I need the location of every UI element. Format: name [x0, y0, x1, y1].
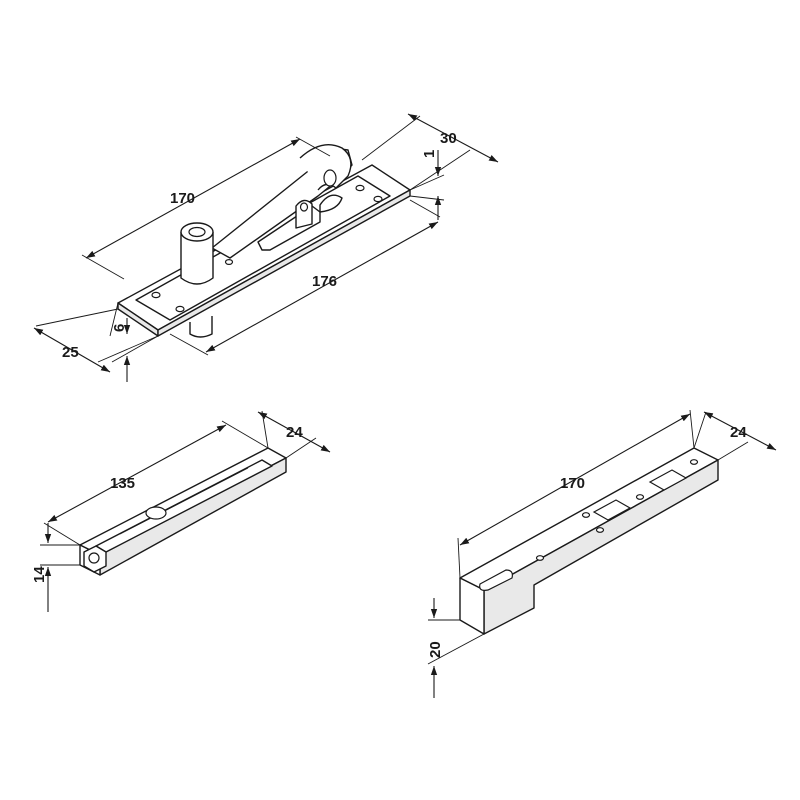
dim-label-6: 6: [111, 324, 128, 332]
dim-label-25: 25: [62, 344, 79, 361]
dim-label-30: 30: [440, 130, 457, 147]
dim-label-170: 170: [170, 190, 195, 207]
channel-assembly: [79, 447, 287, 576]
bar-hole: [689, 459, 699, 465]
lug-hole: [299, 202, 309, 212]
dim-line-24-left: [257, 411, 331, 453]
dim-line-170: [85, 138, 301, 259]
channel-inner-floor: [95, 459, 273, 553]
bar-hole: [581, 512, 591, 518]
bar-hole: [595, 527, 605, 533]
dim-label-24-left: 24: [286, 424, 303, 441]
channel-bore: [145, 506, 167, 520]
dim-line-170-right: [459, 413, 691, 546]
dim-label-176: 176: [312, 273, 337, 290]
slot-front: [479, 569, 513, 591]
dim-label-170-right: 170: [560, 475, 585, 492]
dim-label-24-right: 24: [730, 424, 747, 441]
dim-label-1: 1: [421, 150, 438, 158]
bar-assembly: [459, 447, 719, 635]
dim-line-24-right: [703, 411, 777, 451]
dimensions-middle-left: 135 24 14: [31, 410, 331, 612]
screw-hole: [151, 291, 161, 299]
dim-label-20: 20: [427, 641, 444, 658]
dimensions-bottom-right: 170 24 20: [427, 409, 777, 698]
bottom-pin: [189, 316, 213, 338]
adjuster-screw: [88, 552, 100, 564]
screw-hole: [355, 184, 365, 192]
dim-label-14: 14: [31, 566, 48, 583]
spring: [319, 194, 343, 213]
pivot-plate-assembly: [117, 144, 411, 338]
bar-hole: [535, 555, 545, 561]
dim-line-176: [205, 221, 439, 353]
dimensions-top: 170 176 30 1 6 25: [33, 113, 499, 382]
arm-eye: [323, 169, 337, 187]
dim-line-25: [33, 327, 111, 373]
pivot-bore: [188, 226, 206, 238]
dim-label-135: 135: [110, 475, 135, 492]
screw-hole: [373, 195, 383, 203]
dim-line-135: [47, 424, 227, 523]
dim-line-30: [407, 113, 499, 163]
screw-hole: [175, 305, 185, 313]
bar-hole: [635, 494, 645, 500]
bar-top-face: [459, 447, 719, 591]
screw-hole: [224, 259, 234, 266]
